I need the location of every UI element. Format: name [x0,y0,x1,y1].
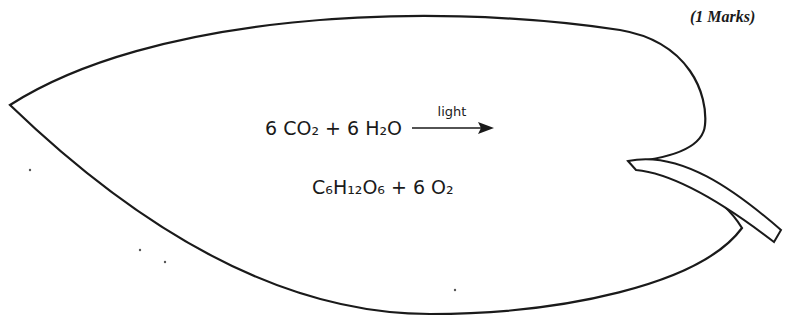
scan-speck [454,289,456,291]
scan-speck [29,169,31,171]
condition-label: light [438,104,467,119]
scan-speck [164,261,166,263]
leaf-stalk [628,159,781,242]
equation-text: C₆H₁₂O₆ + 6 O₂ [312,176,454,198]
arrow-head [478,122,494,134]
marks-note: (1 Marks) [690,8,755,26]
scan-speck [139,249,141,251]
equation-text: 6 CO₂ + 6 H₂O [265,117,402,139]
reaction-arrow [412,127,482,129]
